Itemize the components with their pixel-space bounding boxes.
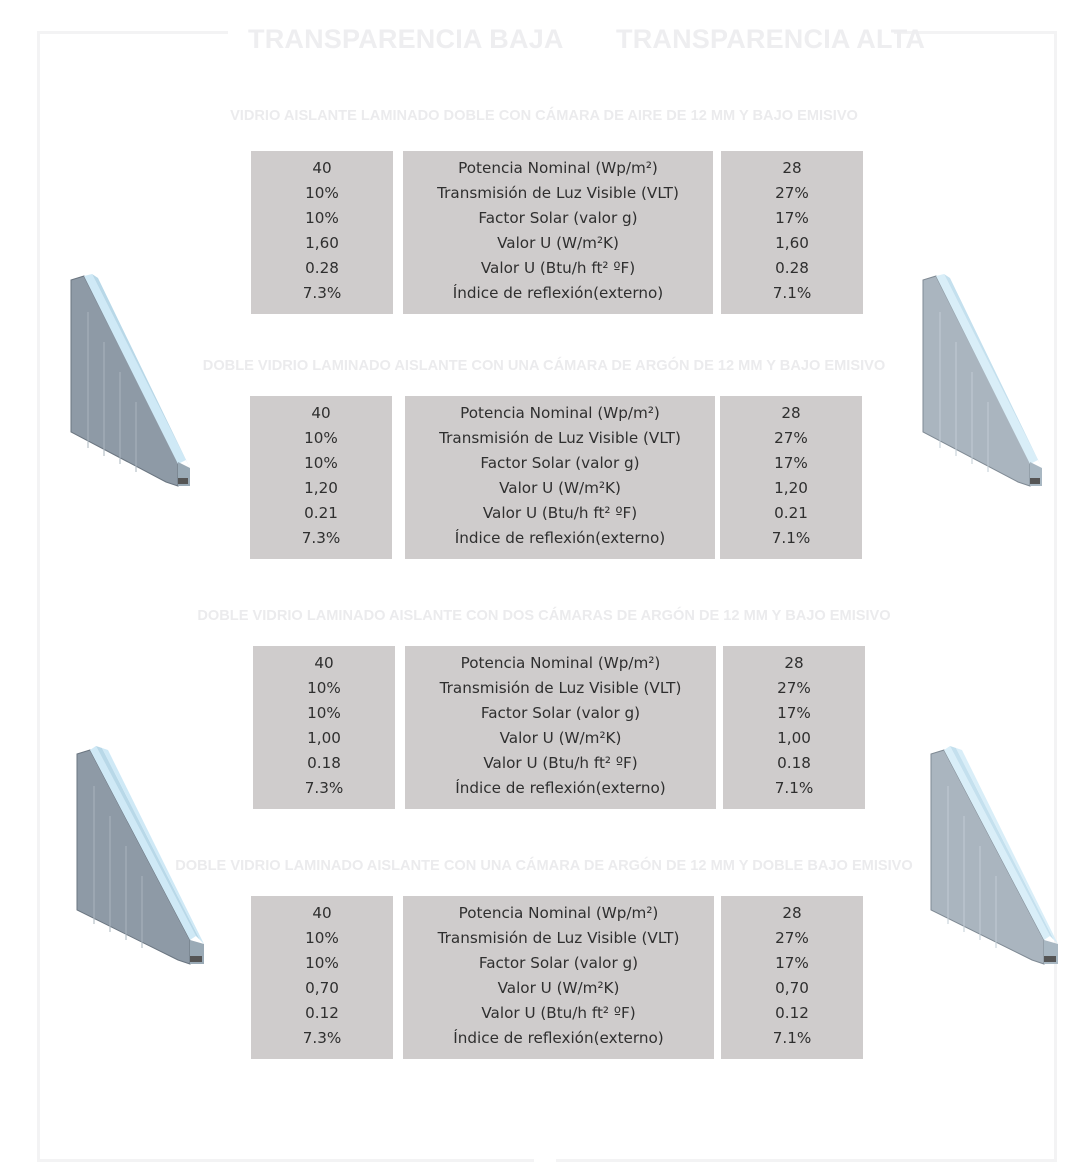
property-label: Valor U (W/m²K) — [497, 234, 619, 252]
value-cell: 1,20 — [774, 479, 808, 497]
section-1-low-values: 40 10% 10% 1,60 0.28 7.3% — [251, 151, 393, 314]
value-cell: 40 — [314, 654, 334, 672]
property-label: Índice de reflexión(externo) — [453, 1029, 664, 1047]
section-3-low-values: 40 10% 10% 1,00 0.18 7.3% — [253, 646, 395, 809]
value-cell: 27% — [775, 929, 809, 947]
section-1-high-values: 28 27% 17% 1,60 0.28 7.1% — [721, 151, 863, 314]
value-cell: 0.21 — [774, 504, 808, 522]
property-label: Transmisión de Luz Visible (VLT) — [439, 679, 682, 697]
property-label: Potencia Nominal (Wp/m²) — [458, 159, 658, 177]
value-cell: 27% — [774, 429, 808, 447]
value-cell: 0.18 — [777, 754, 811, 772]
value-cell: 7.3% — [304, 779, 344, 797]
value-cell: 40 — [311, 404, 331, 422]
value-cell: 40 — [312, 904, 332, 922]
value-cell: 1,60 — [305, 234, 339, 252]
value-cell: 0.28 — [775, 259, 809, 277]
property-label: Índice de reflexión(externo) — [454, 529, 666, 547]
header-low-transparency: TRANSPARENCIA BAJA — [248, 24, 564, 54]
section-4-title: DOBLE VIDRIO LAMINADO AISLANTE CON UNA C… — [175, 858, 913, 874]
value-cell: 0.21 — [304, 504, 338, 522]
value-cell: 0.12 — [305, 1004, 339, 1022]
value-cell: 10% — [307, 679, 341, 697]
property-label: Potencia Nominal (Wp/m²) — [458, 904, 659, 922]
value-cell: 7.1% — [772, 1029, 812, 1047]
value-cell: 10% — [305, 929, 339, 947]
value-cell: 10% — [305, 209, 339, 227]
property-label: Índice de reflexión(externo) — [452, 284, 664, 302]
value-cell: 0.18 — [307, 754, 341, 772]
value-cell: 1,60 — [775, 234, 809, 252]
value-cell: 0.28 — [305, 259, 339, 277]
property-label: Valor U (Btu/h ft² ºF) — [480, 259, 636, 277]
property-label: Potencia Nominal (Wp/m²) — [460, 654, 661, 672]
section-2-high-values: 28 27% 17% 1,20 0.21 7.1% — [720, 396, 862, 559]
frame-gap — [534, 1158, 556, 1164]
property-label: Valor U (W/m²K) — [499, 729, 622, 747]
double-glazing-icon-low — [70, 274, 190, 487]
value-cell: 1,00 — [777, 729, 811, 747]
value-cell: 10% — [304, 454, 338, 472]
section-2-title: DOBLE VIDRIO LAMINADO AISLANTE CON UNA C… — [202, 358, 886, 374]
value-cell: 10% — [307, 704, 341, 722]
value-cell: 17% — [774, 454, 808, 472]
value-cell: 7.3% — [301, 529, 341, 547]
value-cell: 17% — [775, 954, 809, 972]
value-cell: 1,00 — [307, 729, 341, 747]
section-1-title: VIDRIO AISLANTE LAMINADO DOBLE CON CÁMAR… — [230, 108, 858, 124]
value-cell: 28 — [784, 654, 804, 672]
header-high-transparency: TRANSPARENCIA ALTA — [616, 24, 926, 54]
value-cell: 7.1% — [772, 284, 812, 302]
triple-glazing-icon-high — [930, 746, 1058, 965]
section-4-labels: Potencia Nominal (Wp/m²) Transmisión de … — [403, 896, 714, 1059]
property-label: Factor Solar (valor g) — [478, 209, 638, 227]
value-cell: 0.12 — [775, 1004, 809, 1022]
section-1-labels: Potencia Nominal (Wp/m²) Transmisión de … — [403, 151, 713, 314]
section-2-labels: Potencia Nominal (Wp/m²) Transmisión de … — [405, 396, 715, 559]
property-label: Factor Solar (valor g) — [480, 704, 641, 722]
section-2-low-values: 40 10% 10% 1,20 0.21 7.3% — [250, 396, 392, 559]
property-label: Potencia Nominal (Wp/m²) — [460, 404, 660, 422]
section-4-low-values: 40 10% 10% 0,70 0.12 7.3% — [251, 896, 393, 1059]
property-label: Valor U (W/m²K) — [497, 979, 620, 997]
value-cell: 40 — [312, 159, 332, 177]
value-cell: 27% — [777, 679, 811, 697]
value-cell: 7.3% — [302, 284, 342, 302]
value-cell: 0,70 — [305, 979, 339, 997]
property-label: Valor U (Btu/h ft² ºF) — [483, 754, 638, 772]
value-cell: 7.3% — [302, 1029, 342, 1047]
value-cell: 17% — [775, 209, 809, 227]
value-cell: 7.1% — [771, 529, 811, 547]
value-cell: 10% — [305, 184, 339, 202]
header-background — [228, 20, 894, 60]
section-3-labels: Potencia Nominal (Wp/m²) Transmisión de … — [405, 646, 716, 809]
value-cell: 10% — [304, 429, 338, 447]
section-3-high-values: 28 27% 17% 1,00 0.18 7.1% — [723, 646, 865, 809]
value-cell: 27% — [775, 184, 809, 202]
value-cell: 28 — [782, 904, 802, 922]
property-label: Factor Solar (valor g) — [480, 454, 640, 472]
value-cell: 1,20 — [304, 479, 338, 497]
property-label: Valor U (Btu/h ft² ºF) — [482, 504, 638, 522]
section-3-title: DOBLE VIDRIO LAMINADO AISLANTE CON DOS C… — [197, 608, 891, 624]
value-cell: 28 — [781, 404, 801, 422]
property-label: Valor U (Btu/h ft² ºF) — [481, 1004, 636, 1022]
section-4-high-values: 28 27% 17% 0,70 0.12 7.1% — [721, 896, 863, 1059]
value-cell: 10% — [305, 954, 339, 972]
property-label: Índice de reflexión(externo) — [455, 779, 666, 797]
property-label: Factor Solar (valor g) — [478, 954, 639, 972]
property-label: Valor U (W/m²K) — [499, 479, 621, 497]
property-label: Transmisión de Luz Visible (VLT) — [437, 929, 680, 947]
value-cell: 17% — [777, 704, 811, 722]
value-cell: 28 — [782, 159, 802, 177]
property-label: Transmisión de Luz Visible (VLT) — [437, 184, 679, 202]
value-cell: 7.1% — [774, 779, 814, 797]
double-glazing-icon-high — [922, 274, 1042, 487]
property-label: Transmisión de Luz Visible (VLT) — [439, 429, 681, 447]
value-cell: 0,70 — [775, 979, 809, 997]
triple-glazing-icon-low — [76, 746, 204, 965]
